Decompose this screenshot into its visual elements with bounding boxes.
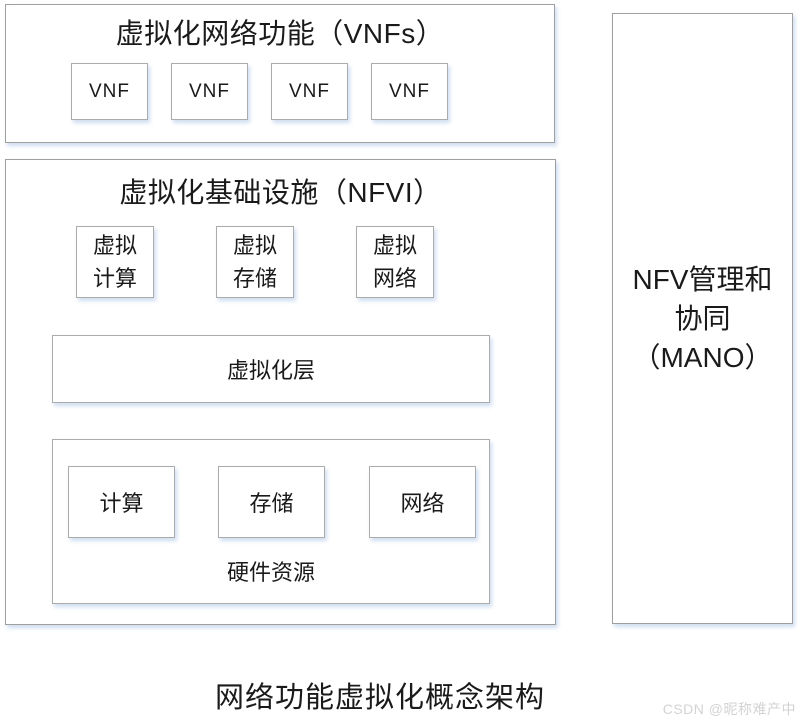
virtual-compute-box: 虚拟 计算 bbox=[76, 226, 154, 298]
virtualization-layer-box: 虚拟化层 bbox=[52, 335, 490, 403]
virtual-network-box: 虚拟 网络 bbox=[356, 226, 434, 298]
virtual-network-line1: 虚拟 bbox=[372, 233, 417, 258]
vnf-label-2: VNF bbox=[189, 80, 230, 102]
hardware-resources-label: 硬件资源 bbox=[226, 560, 315, 585]
hardware-network-box: 网络 bbox=[369, 466, 476, 538]
vnf-box-4: VNF bbox=[371, 63, 448, 120]
csdn-watermark: CSDN @昵称难产中 bbox=[662, 701, 796, 717]
virtual-network-line2: 网络 bbox=[372, 266, 417, 291]
vnfs-section-box: 虚拟化网络功能（VNFs） VNF VNF VNF VNF bbox=[5, 4, 555, 143]
hardware-storage-box: 存储 bbox=[218, 466, 325, 538]
virtual-compute-line2: 计算 bbox=[92, 266, 137, 291]
mano-line-3: （MANO） bbox=[632, 342, 773, 373]
nfvi-section-box: 虚拟化基础设施（NFVI） 虚拟 计算 虚拟 存储 虚拟 网络 虚拟化层 计算 … bbox=[5, 159, 556, 625]
virtualization-layer-label: 虚拟化层 bbox=[226, 358, 315, 383]
hardware-compute-box: 计算 bbox=[68, 466, 175, 538]
vnf-box-2: VNF bbox=[171, 63, 248, 120]
vnf-label-4: VNF bbox=[389, 80, 430, 102]
mano-section-box: NFV管理和 协同 （MANO） bbox=[612, 13, 793, 624]
hardware-storage-label: 存储 bbox=[249, 491, 294, 516]
virtual-storage-line1: 虚拟 bbox=[232, 233, 277, 258]
virtual-compute-line1: 虚拟 bbox=[92, 233, 137, 258]
hardware-resources-box: 计算 存储 网络 硬件资源 bbox=[52, 439, 490, 604]
mano-line-2: 协同 bbox=[674, 303, 731, 334]
diagram-caption: 网络功能虚拟化概念架构 bbox=[214, 682, 545, 714]
vnfs-section-title: 虚拟化网络功能（VNFs） bbox=[115, 18, 445, 49]
vnf-box-3: VNF bbox=[271, 63, 348, 120]
mano-line-1: NFV管理和 bbox=[632, 264, 773, 295]
hardware-network-label: 网络 bbox=[400, 491, 445, 516]
hardware-compute-label: 计算 bbox=[99, 491, 144, 516]
vnf-box-1: VNF bbox=[71, 63, 148, 120]
nfvi-section-title: 虚拟化基础设施（NFVI） bbox=[119, 177, 442, 208]
virtual-storage-line2: 存储 bbox=[232, 266, 277, 291]
virtual-storage-box: 虚拟 存储 bbox=[216, 226, 294, 298]
vnf-label-3: VNF bbox=[289, 80, 330, 102]
vnf-label-1: VNF bbox=[89, 80, 130, 102]
